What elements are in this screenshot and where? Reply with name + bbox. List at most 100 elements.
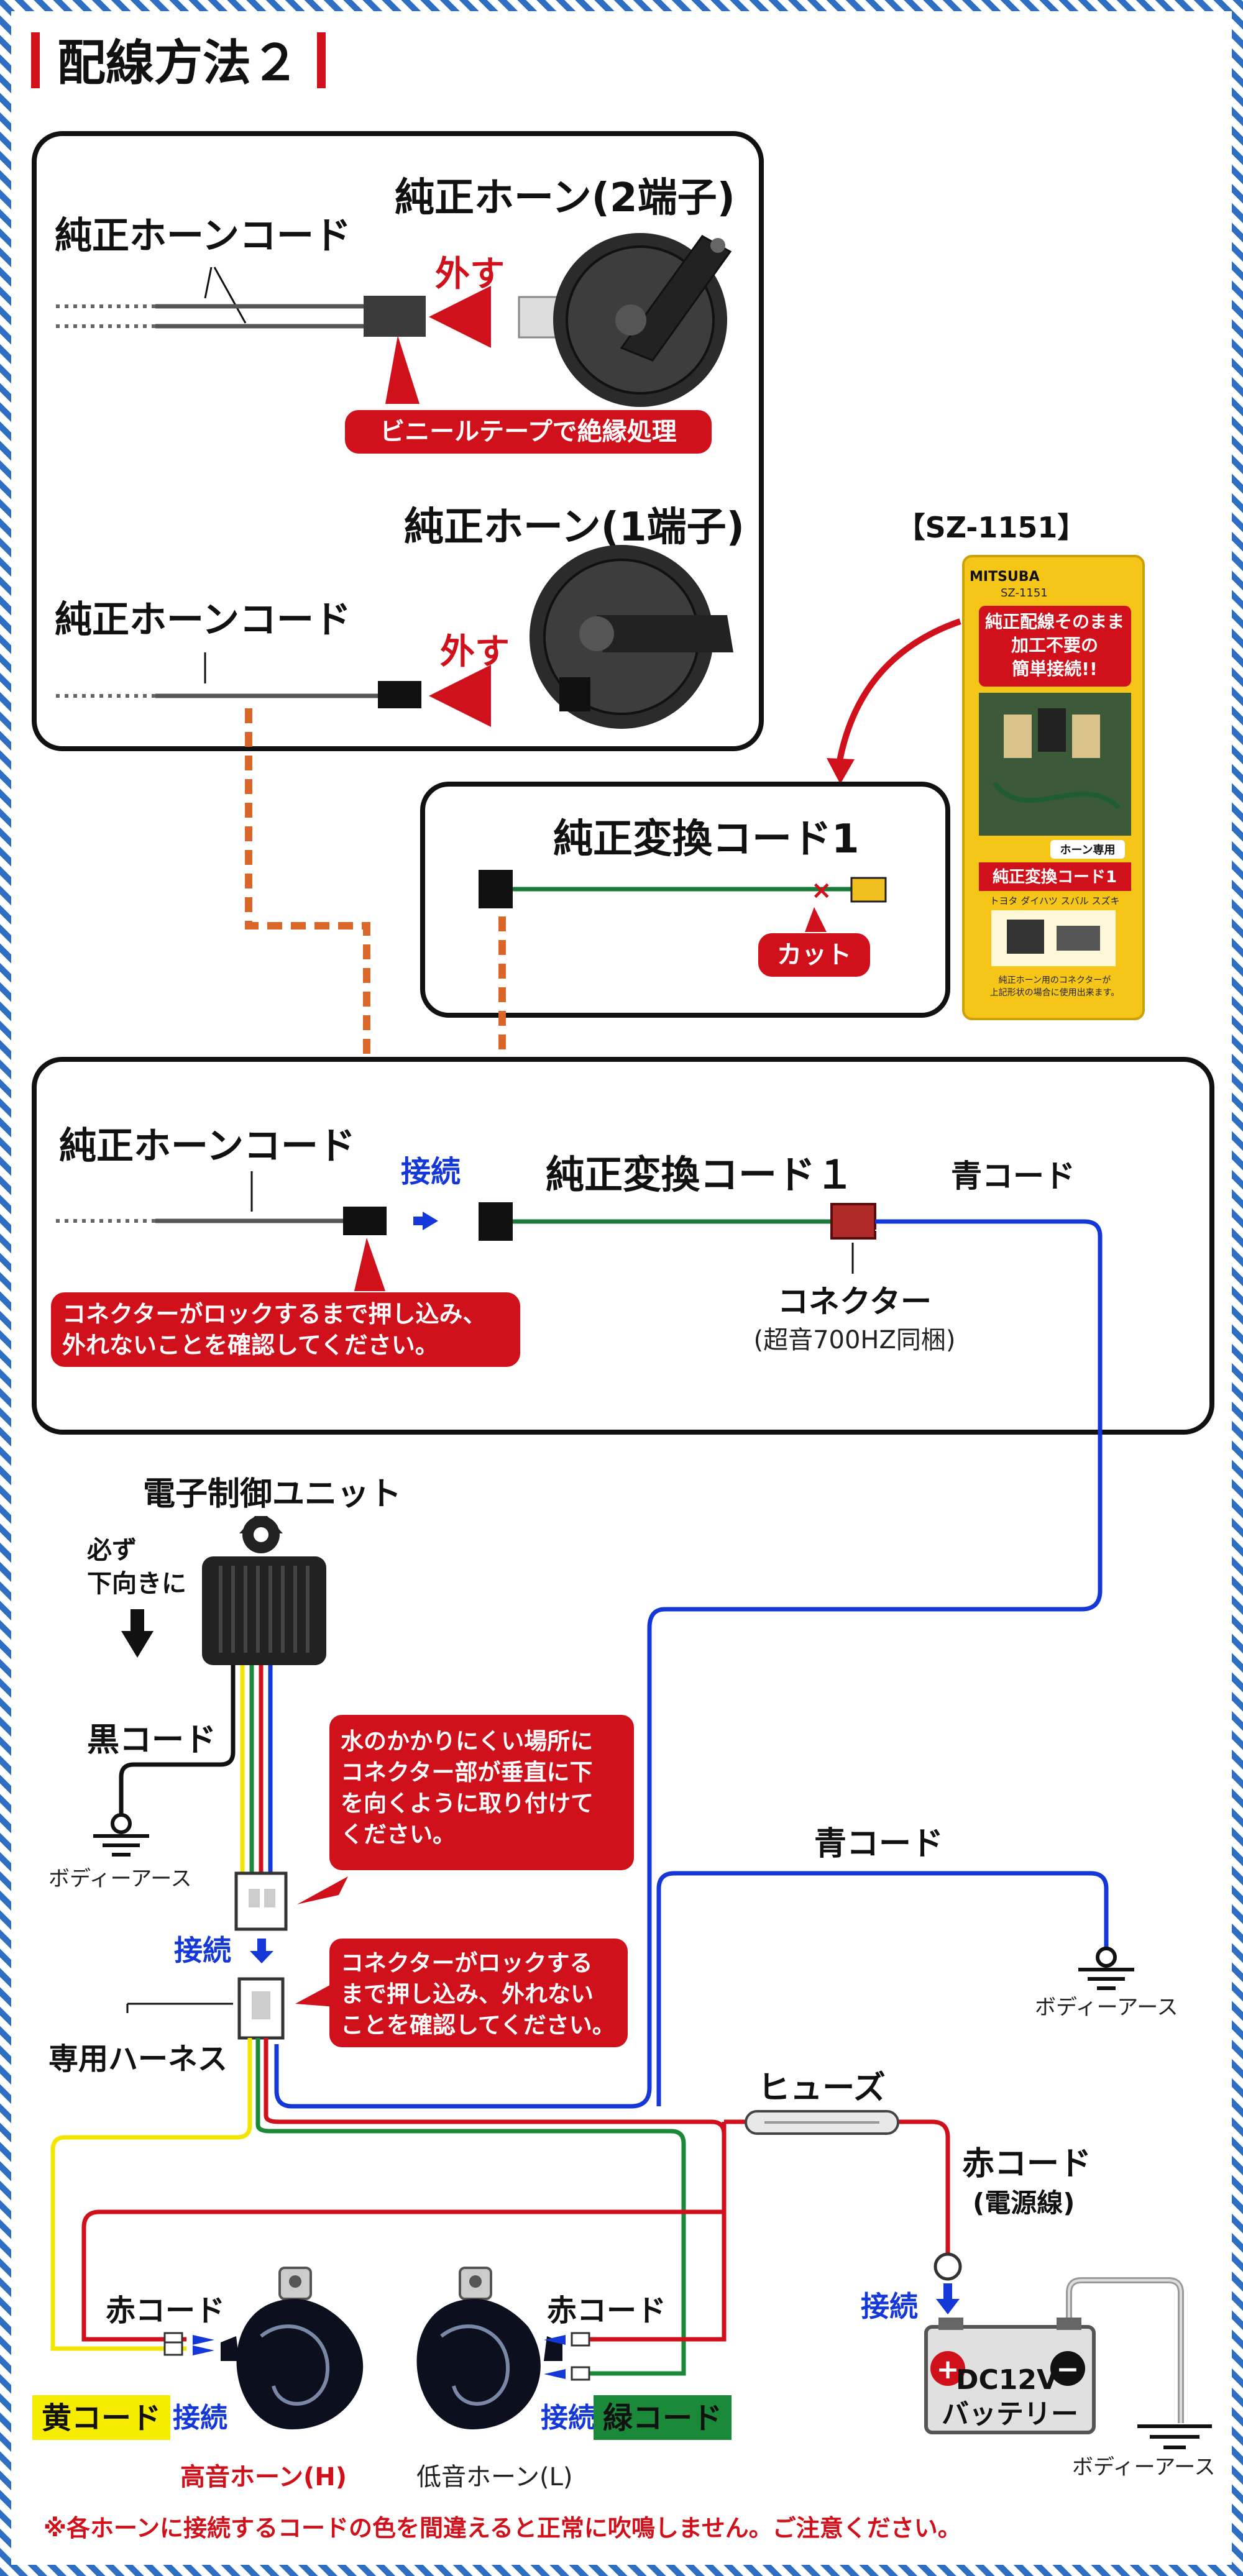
harness-label: 専用ハーネス xyxy=(48,2042,227,2076)
water-callout xyxy=(329,1715,634,1870)
product-arrow xyxy=(836,618,961,765)
svg-text:+: + xyxy=(937,2354,960,2385)
down-arrow xyxy=(131,1609,144,1634)
page-title: 配線方法２ xyxy=(57,35,300,91)
body-earth-mid: ボディーアース xyxy=(1035,1995,1178,2020)
connector-1pin-b3 xyxy=(343,1207,387,1235)
product-code: 【SZ-1151】 xyxy=(897,511,1086,544)
connector-note: (超音700HZ同梱) xyxy=(753,1326,955,1354)
svg-text:ホーン専用: ホーン専用 xyxy=(1060,843,1115,857)
label-pointer xyxy=(213,267,247,324)
connect-label-b3: 接続 xyxy=(401,1154,461,1189)
svg-text:コネクターがロックするまで押し込み、: コネクターがロックするまで押し込み、 xyxy=(62,1300,486,1328)
title-bar-right xyxy=(317,32,326,88)
svg-text:水のかかりにくい場所に: 水のかかりにくい場所に xyxy=(341,1728,593,1755)
ground-icon-mid xyxy=(1078,1947,1134,1990)
green-cord xyxy=(255,2038,686,2376)
label-pointer xyxy=(204,267,213,299)
svg-text:ビニールテープで絶縁処理: ビニールテープで絶縁処理 xyxy=(380,418,677,446)
yellow-cord-badge xyxy=(32,2395,170,2440)
ecu-label: 電子制御ユニット xyxy=(143,1476,401,1513)
green-cord-badge xyxy=(594,2395,732,2440)
box-connection xyxy=(32,1057,1214,1435)
title-bar-left xyxy=(31,32,40,88)
svg-text:SZ-1151: SZ-1151 xyxy=(1001,587,1048,600)
ecu-connector xyxy=(234,1871,288,1931)
footer-note: ※各ホーンに接続するコードの色を間違えると正常に吹鳴しません。ご注意ください。 xyxy=(44,2514,961,2542)
red-power-label-2: (電源線) xyxy=(973,2188,1075,2218)
connect-label-batt: 接続 xyxy=(861,2290,918,2323)
remove-label-top: 外す xyxy=(435,254,505,295)
battery-label-2: バッテリー xyxy=(942,2398,1078,2430)
black-cord-label: 黒コード xyxy=(87,1722,216,1759)
horn-high-icon xyxy=(221,2267,364,2429)
svg-text:純正変換コード1: 純正変換コード1 xyxy=(993,867,1117,887)
down-label-2: 下向きに xyxy=(87,1569,186,1598)
conv-connector xyxy=(479,870,513,908)
svg-text:ことを確認してください。: ことを確認してください。 xyxy=(341,2012,615,2039)
horn-low-icon xyxy=(416,2267,562,2429)
svg-text:まで押し込み、外れない: まで押し込み、外れない xyxy=(341,1981,594,2007)
remove-label-bottom: 外す xyxy=(440,632,510,672)
lock-callout xyxy=(51,1292,520,1367)
tape-callout xyxy=(345,410,712,454)
cut-mark: × xyxy=(811,876,832,905)
svg-text:トヨタ ダイハツ スバル スズキ: トヨタ ダイハツ スバル スズキ xyxy=(989,895,1119,907)
blue-cord-ground xyxy=(656,1871,1109,2106)
connector-label: コネクター xyxy=(777,1284,932,1320)
connector-1pin xyxy=(378,681,421,708)
fuse-label: ヒューズ xyxy=(758,2070,885,2107)
svg-text:純正配線そのまま: 純正配線そのまま xyxy=(985,611,1124,632)
connector-2pin xyxy=(364,296,426,337)
svg-text:MITSUBA: MITSUBA xyxy=(970,569,1040,585)
svg-text:純正ホーン用のコネクターが: 純正ホーン用のコネクターが xyxy=(999,975,1111,985)
red-power-label-1: 赤コード xyxy=(962,2145,1091,2183)
conv-end-terminal xyxy=(850,877,887,903)
svg-text:上記形状の場合に使用出来ます。: 上記形状の場合に使用出来ます。 xyxy=(990,987,1120,998)
red-power-cord xyxy=(724,2119,950,2255)
red-cord-left-label: 赤コード xyxy=(106,2293,225,2328)
down-label-1: 必ず xyxy=(87,1536,137,1564)
battery-label-1: DC12V xyxy=(956,2364,1058,2396)
svg-text:−: − xyxy=(1057,2354,1080,2385)
cord-label-b3: 純正ホーンコード xyxy=(59,1125,355,1168)
conv-label-b3: 純正変換コード１ xyxy=(546,1152,854,1197)
svg-text:コネクター部が垂直に下: コネクター部が垂直に下 xyxy=(341,1759,593,1786)
svg-text:カット: カット xyxy=(777,941,851,969)
svg-text:ください。: ください。 xyxy=(341,1821,456,1848)
horn-low-label: 低音ホーン(L) xyxy=(416,2463,573,2492)
svg-text:緑コード: 緑コード xyxy=(603,2401,722,2436)
svg-text:を向くように取り付けて: を向くように取り付けて xyxy=(341,1790,594,1817)
blue-cord xyxy=(274,1219,1103,2109)
lock-callout-2 xyxy=(329,1939,628,2047)
cord-label-bottom: 純正ホーンコード xyxy=(55,598,351,642)
ground-icon-left xyxy=(93,1813,149,1857)
svg-text:外れないことを確認してください。: 外れないことを確認してください。 xyxy=(62,1331,439,1359)
yellow-cord xyxy=(50,2038,252,2351)
ground-icon-right xyxy=(1137,2424,1212,2449)
conv-cord-title: 純正変換コード1 xyxy=(553,816,860,862)
small-connector xyxy=(830,1203,876,1240)
connect-label-h: 接続 xyxy=(173,2402,227,2434)
battery-icon xyxy=(924,2325,1096,2434)
horn2-title: 純正ホーン(2端子) xyxy=(395,175,735,221)
body-earth-right: ボディーアース xyxy=(1072,2455,1216,2480)
blue-cord-label: 青コード xyxy=(951,1158,1075,1194)
horn-high-label: 高音ホーン(H) xyxy=(180,2463,347,2492)
svg-text:加工不要の: 加工不要の xyxy=(1011,635,1098,655)
conv-connector-b3 xyxy=(479,1202,513,1241)
cord-label-top: 純正ホーンコード xyxy=(55,214,351,258)
ring-terminal xyxy=(933,2252,962,2281)
connect-label-mid: 接続 xyxy=(174,1934,231,1967)
blue-cord-label-2: 青コード xyxy=(814,1825,943,1863)
red-cord-left xyxy=(81,2122,727,2342)
connect-label-l: 接続 xyxy=(541,2402,595,2434)
svg-text:簡単接続!!: 簡単接続!! xyxy=(1012,659,1098,679)
svg-text:コネクターがロックする: コネクターがロックする xyxy=(341,1950,593,1976)
svg-text:黄コード: 黄コード xyxy=(42,2401,161,2436)
cut-callout xyxy=(758,933,870,977)
red-cord-right-label: 赤コード xyxy=(547,2293,666,2328)
body-earth-left: ボディーアース xyxy=(48,1866,192,1891)
horn1-title: 純正ホーン(1端子) xyxy=(404,505,745,550)
